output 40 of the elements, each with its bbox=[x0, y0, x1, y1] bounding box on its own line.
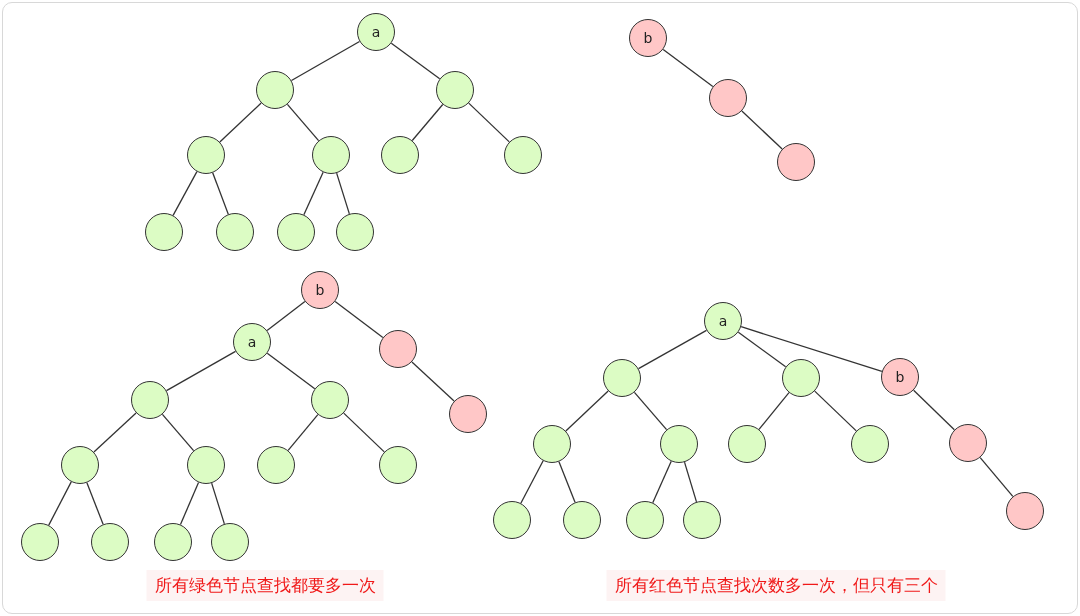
tree-edge bbox=[165, 350, 237, 392]
tree-edge bbox=[468, 102, 510, 143]
tree-edge bbox=[633, 391, 668, 431]
tree-edge bbox=[303, 171, 324, 216]
tree-edge bbox=[979, 456, 1014, 498]
tree-edge bbox=[814, 390, 857, 432]
tree-edge bbox=[683, 461, 698, 503]
tree-edge bbox=[334, 300, 384, 339]
tree-edge bbox=[266, 300, 306, 332]
tree-edge bbox=[411, 361, 455, 402]
tree-edge bbox=[740, 326, 883, 372]
tree-edge bbox=[662, 48, 714, 88]
tree-edge bbox=[652, 460, 672, 504]
tree-edge bbox=[266, 352, 316, 390]
tree-edge bbox=[913, 389, 955, 431]
tree-edge bbox=[179, 481, 200, 526]
tree-edge bbox=[290, 40, 361, 82]
tree-edge bbox=[219, 102, 262, 143]
tree-edge bbox=[411, 103, 444, 142]
tree-edge bbox=[287, 413, 319, 452]
tree-edge bbox=[637, 329, 708, 370]
tree-edge bbox=[741, 110, 783, 150]
tree-edge bbox=[758, 392, 790, 430]
tree-edge bbox=[211, 482, 225, 525]
tree-edge bbox=[343, 412, 385, 453]
tree-edge bbox=[286, 103, 320, 142]
tree-edge bbox=[565, 390, 609, 432]
tree-edge bbox=[172, 171, 198, 216]
tree-edge bbox=[520, 460, 544, 504]
caption-text: 所有绿色节点查找都要多一次 bbox=[146, 570, 384, 601]
caption-text: 所有红色节点查找次数多一次，但只有三个 bbox=[606, 570, 946, 601]
tree-edge bbox=[86, 482, 104, 525]
tree-edge bbox=[161, 413, 195, 452]
tree-edge bbox=[48, 481, 72, 526]
tree-edge bbox=[336, 172, 350, 215]
tree-edge bbox=[390, 42, 441, 80]
tree-edge bbox=[558, 461, 576, 503]
tree-edge bbox=[737, 331, 787, 368]
tree-edge bbox=[93, 412, 137, 453]
tree-edge bbox=[212, 172, 229, 215]
